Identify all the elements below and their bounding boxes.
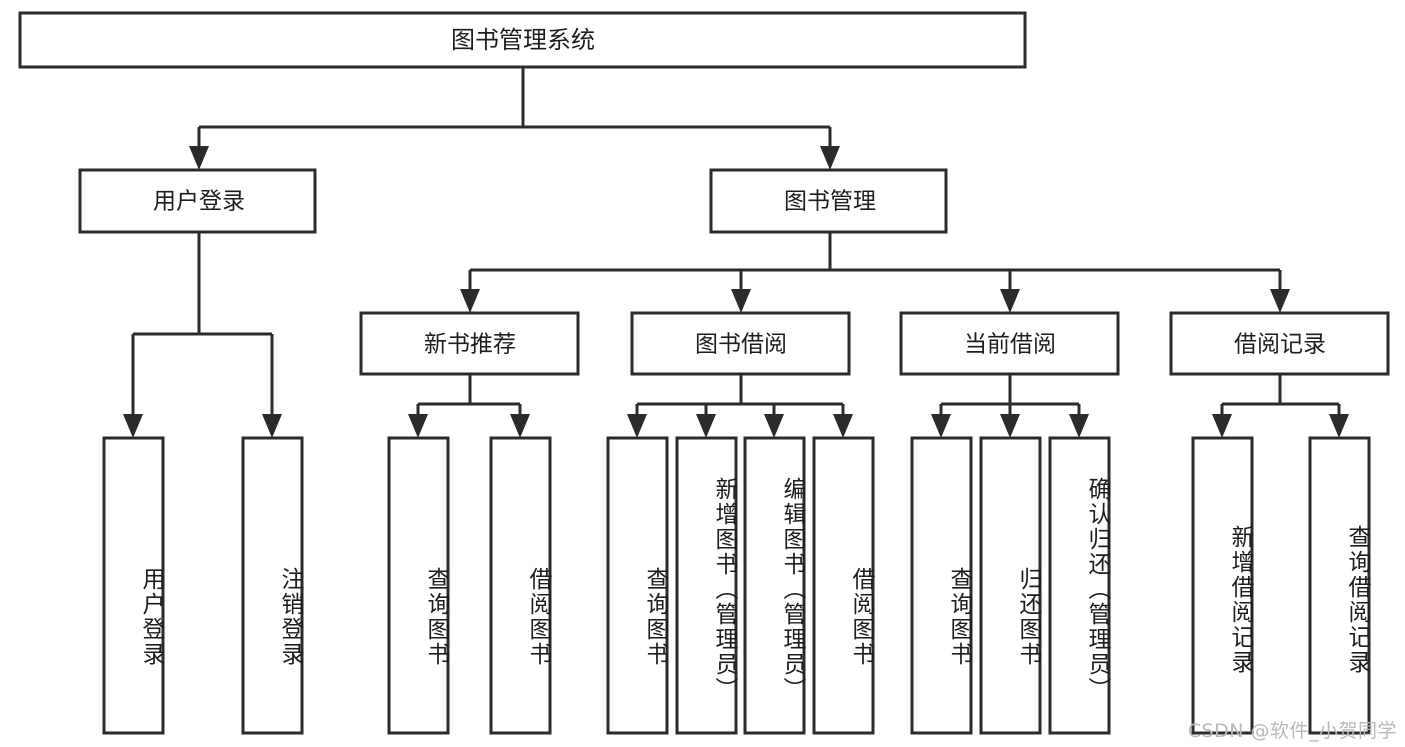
arrow-head-br-query-record [1329,414,1349,438]
node-user-login-box[interactable] [78,168,317,234]
leaf-box-br-query-record[interactable] [1308,436,1371,735]
arrow-head-br-add-record [1212,414,1232,438]
node-new-book-recommend-label: 新书推荐 [424,332,516,358]
arrow-head-bb-borrow-book [833,414,853,438]
leaf-box-bb-add-book[interactable] [675,436,738,735]
leaf-boxes-current-borrow [910,436,1111,735]
leaf-box-logout[interactable] [241,436,304,735]
connectors-root-to-level2 [189,67,840,170]
connectors-new-book-to-leaves [408,374,530,438]
node-borrow-record-box[interactable] [1169,311,1390,376]
leaf-box-cb-confirm-return[interactable] [1048,436,1111,735]
leaf-box-nb-query-book[interactable] [387,436,450,735]
arrow-head-bb-query-book [627,414,647,438]
arrow-head-cb-query-book [931,414,951,438]
node-new-book-recommend[interactable]: 新书推荐 [359,311,580,376]
node-borrow-record-label: 借阅记录 [1234,332,1326,358]
arrow-head-leaf-user-login [123,414,143,438]
node-new-book-recommend-box[interactable] [359,311,580,376]
node-root-label: 图书管理系统 [451,26,595,54]
leaf-box-br-add-record[interactable] [1191,436,1254,735]
node-book-management-label: 图书管理 [784,189,876,215]
node-root[interactable]: 图书管理系统 [18,11,1027,69]
arrow-head-bb-add-book [696,414,716,438]
node-current-borrow-box[interactable] [899,311,1120,376]
node-book-borrow-box[interactable] [630,311,851,376]
connectors-current-borrow-to-leaves [931,374,1089,438]
leaf-boxes-new-book-recommend [387,436,552,735]
node-borrow-record[interactable]: 借阅记录 [1169,311,1390,376]
arrow-head-user-login [189,146,209,170]
node-current-borrow[interactable]: 当前借阅 [899,311,1120,376]
leaf-box-user-login[interactable] [102,436,165,735]
leaf-box-cb-query-book[interactable] [910,436,973,735]
arrow-head-new-book-recommend [460,289,480,313]
arrow-head-book-borrow [731,289,751,313]
leaf-boxes-user-login [102,436,304,735]
arrow-head-nb-query-book [408,414,428,438]
arrow-head-leaf-logout [262,414,282,438]
watermark: CSDN @软件_小贺同学 [1187,720,1397,742]
leaf-box-bb-borrow-book[interactable] [812,436,875,735]
leaf-box-bb-query-book[interactable] [606,436,669,735]
leaf-boxes-borrow-record [1191,436,1371,735]
connectors-borrow-record-to-leaves [1212,374,1349,438]
node-user-login-label: 用户登录 [153,189,245,215]
connectors-user-login-to-leaves [123,232,282,438]
leaf-box-bb-edit-book[interactable] [743,436,806,735]
node-root-box[interactable] [18,11,1027,69]
node-user-login[interactable]: 用户登录 [78,168,317,234]
connectors-book-borrow-to-leaves [627,374,853,438]
leaf-boxes-book-borrow [606,436,875,735]
arrow-head-current-borrow [1000,289,1020,313]
node-book-borrow[interactable]: 图书借阅 [630,311,851,376]
arrow-head-bb-edit-book [764,414,784,438]
leaf-box-cb-return-book[interactable] [979,436,1042,735]
leaf-box-nb-borrow-book[interactable] [489,436,552,735]
arrow-head-nb-borrow-book [510,414,530,438]
arrow-head-borrow-record [1270,289,1290,313]
arrow-head-book-mgmt [820,146,840,170]
connectors-book-mgmt-to-level3 [460,232,1290,313]
arrow-head-cb-return-book [1000,414,1020,438]
node-book-management-box[interactable] [709,168,948,234]
node-current-borrow-label: 当前借阅 [964,332,1056,358]
arrow-head-cb-confirm-return [1069,414,1089,438]
node-book-management[interactable]: 图书管理 [709,168,948,234]
node-book-borrow-label: 图书借阅 [695,332,787,358]
